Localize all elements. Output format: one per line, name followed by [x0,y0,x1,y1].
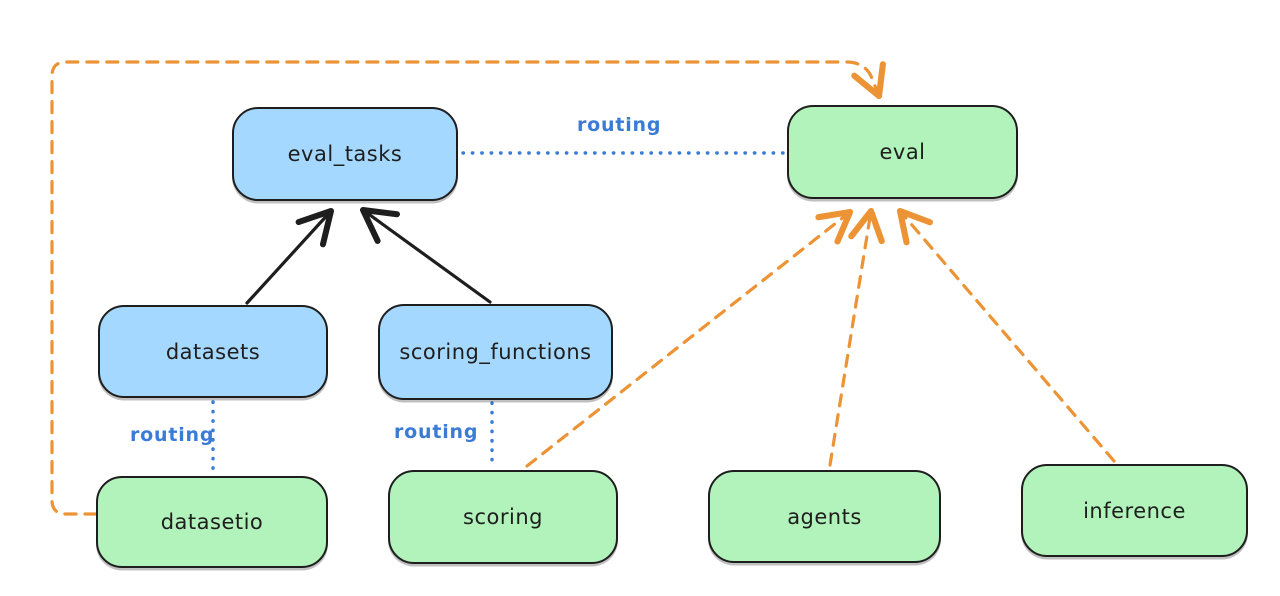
node-eval: eval [787,105,1018,199]
edge-scoring-to-eval [525,208,854,468]
edge-datasetio-to-eval [50,60,886,516]
node-label: datasetio [160,510,264,534]
edge-scoring-functions-to-eval-tasks [360,207,492,304]
edge-inference-to-eval [896,207,1116,463]
node-datasetio: datasetio [96,476,328,568]
node-eval-tasks: eval_tasks [232,107,458,201]
node-agents: agents [708,470,941,563]
node-datasets: datasets [98,305,328,398]
node-label: scoring_functions [399,340,592,364]
edge-label-routing-datasets-datasetio: routing [130,424,215,446]
edge-label-routing-scoring-functions-scoring: routing [394,421,479,443]
node-label: inference [1083,498,1186,523]
node-scoring: scoring [388,470,618,564]
node-label: datasets [165,339,261,364]
node-label: agents [787,504,862,529]
edge-label-routing-eval-tasks-eval: routing [577,114,662,136]
node-label: eval_tasks [287,142,403,166]
edge-agents-to-eval [828,207,885,467]
node-scoring-functions: scoring_functions [378,304,613,400]
node-inference: inference [1021,464,1248,557]
node-label: scoring [463,505,543,529]
edge-datasets-to-eval-tasks [245,208,334,305]
node-label: eval [879,140,926,164]
